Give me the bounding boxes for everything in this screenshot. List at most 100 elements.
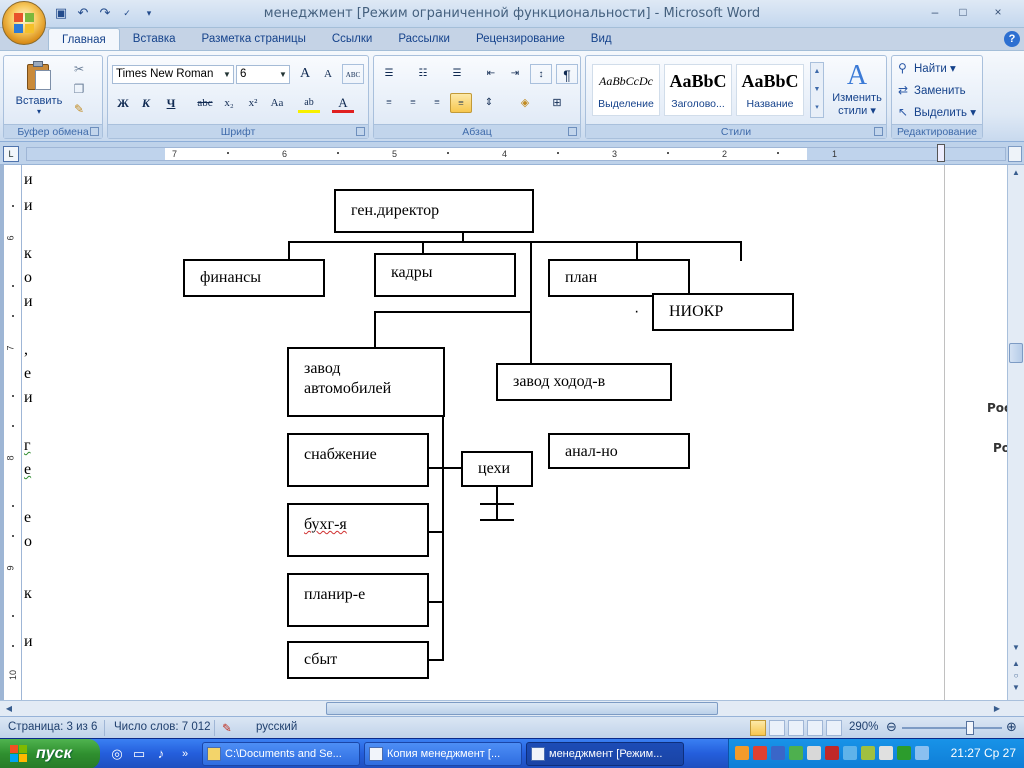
indent-marker-icon[interactable]	[937, 144, 945, 162]
document-page[interactable]: и и к о и , е и г е е о к и	[22, 165, 944, 700]
auto-plant-box[interactable]: завод автомобилей	[287, 347, 445, 417]
subscript-button[interactable]: x₂	[224, 97, 234, 109]
tray-app-icon[interactable]	[843, 746, 857, 760]
cut-icon[interactable]: ✂	[73, 62, 85, 76]
styles-scroll-icon[interactable]: ▲▼▾	[810, 62, 824, 118]
draft-view-button[interactable]	[826, 720, 842, 736]
taskbar-active-doc-window[interactable]: менеджмент [Режим...	[526, 742, 684, 766]
tray-app-icon[interactable]	[807, 746, 821, 760]
italic-button[interactable]: К	[141, 96, 151, 110]
print-layout-view-button[interactable]	[750, 720, 766, 736]
taskbar-copy-doc-window[interactable]: Копия менеджмент [...	[364, 742, 522, 766]
tray-app-icon[interactable]	[861, 746, 875, 760]
horizontal-ruler[interactable]: 7 6 5 4 3 2 1	[26, 144, 1006, 162]
spelling-icon[interactable]: ✓	[123, 8, 131, 18]
font-name-combo[interactable]: Times New Roman ▼	[112, 65, 234, 84]
align-left-icon[interactable]: ≡	[386, 97, 392, 108]
save-icon[interactable]: ▣	[54, 5, 68, 20]
justify-icon[interactable]: ≡	[450, 93, 472, 113]
select-button[interactable]: ↖Выделить ▾	[898, 102, 976, 122]
tab-review[interactable]: Рецензирование	[475, 33, 565, 45]
strikethrough-button[interactable]: abc	[197, 97, 213, 109]
tray-app-icon[interactable]	[789, 746, 803, 760]
change-styles-button[interactable]: A Изменить стили ▾	[826, 60, 888, 122]
zoom-in-icon[interactable]: ⊕	[1006, 719, 1017, 734]
hr-box[interactable]: кадры	[374, 253, 516, 297]
format-painter-icon[interactable]: ✎	[73, 102, 85, 116]
paragraph-launcher-icon[interactable]	[568, 127, 577, 136]
next-page-icon[interactable]: ▼	[1012, 683, 1020, 692]
change-case-button[interactable]: Aa	[270, 97, 284, 109]
tab-insert[interactable]: Вставка	[132, 33, 176, 45]
tab-view[interactable]: Вид	[590, 33, 612, 45]
find-button[interactable]: ⚲Найти ▾	[898, 58, 956, 78]
language-indicator[interactable]: русский	[256, 721, 298, 733]
restore-button[interactable]: □	[959, 5, 967, 19]
clear-format-button[interactable]: ABC	[342, 64, 364, 84]
plan-box[interactable]: план	[548, 259, 690, 297]
horizontal-scrollbar[interactable]: ◀ ▶	[0, 700, 1024, 716]
view-ruler-icon[interactable]	[1008, 146, 1022, 162]
horizontal-scroll-thumb[interactable]	[326, 702, 718, 715]
tab-mailings[interactable]: Рассылки	[398, 33, 450, 45]
tab-home[interactable]: Главная	[48, 28, 120, 50]
page-count[interactable]: Страница: 3 из 6	[8, 721, 98, 733]
grow-font-button[interactable]: A	[299, 66, 311, 81]
numbering-icon[interactable]: ☷	[418, 68, 428, 79]
bold-button[interactable]: Ж	[117, 96, 129, 110]
ceo-box[interactable]: ген.директор	[334, 189, 534, 233]
word-count[interactable]: Число слов: 7 012	[114, 721, 211, 733]
sales-box[interactable]: сбыт	[287, 641, 429, 679]
style-heading[interactable]: AaBbC Заголово...	[664, 64, 732, 116]
vertical-scroll-thumb[interactable]	[1009, 343, 1023, 363]
tray-app-icon[interactable]	[753, 746, 767, 760]
bullets-icon[interactable]: ☰	[384, 68, 394, 79]
highlight-button[interactable]: ab	[298, 93, 320, 113]
font-size-combo[interactable]: 6 ▼	[236, 65, 290, 84]
finance-box[interactable]: финансы	[183, 259, 325, 297]
quick-launch-more-icon[interactable]: »	[181, 748, 189, 760]
tray-app-icon[interactable]	[771, 746, 785, 760]
vertical-ruler[interactable]: 6 7 8 9 10	[4, 165, 22, 700]
planning-box[interactable]: планир-е	[287, 573, 429, 627]
underline-button[interactable]: Ч	[166, 96, 176, 110]
quick-launch-media-icon[interactable]: ♪	[157, 746, 165, 761]
paste-button[interactable]: Вставить ▾	[12, 60, 66, 122]
start-button[interactable]: пуск	[0, 739, 100, 768]
tab-references[interactable]: Ссылки	[331, 33, 373, 45]
tab-page-layout[interactable]: Разметка страницы	[201, 33, 306, 45]
copy-icon[interactable]: ❐	[73, 82, 85, 96]
show-marks-button[interactable]: ¶	[556, 64, 578, 84]
customize-icon[interactable]: ▾	[146, 8, 152, 18]
proofing-icon[interactable]: ✎	[222, 723, 232, 735]
sort-icon[interactable]: ↕	[530, 64, 552, 84]
close-button[interactable]: ×	[994, 5, 1002, 19]
analog-box[interactable]: анал-но	[548, 433, 690, 469]
zoom-level[interactable]: 290%	[849, 721, 879, 733]
font-launcher-icon[interactable]	[356, 127, 365, 136]
font-color-button[interactable]: A	[332, 93, 354, 113]
redo-icon[interactable]: ↷	[99, 5, 111, 20]
zoom-out-icon[interactable]: ⊖	[886, 719, 897, 734]
web-layout-button[interactable]	[788, 720, 804, 736]
multilevel-list-icon[interactable]: ☰	[452, 68, 462, 79]
minimize-button[interactable]: –	[931, 5, 939, 19]
scroll-up-icon[interactable]: ▲	[1012, 168, 1020, 177]
clipboard-launcher-icon[interactable]	[90, 127, 99, 136]
outline-view-button[interactable]	[807, 720, 823, 736]
zoom-slider-knob[interactable]	[966, 721, 974, 735]
tray-app-icon[interactable]	[735, 746, 749, 760]
quick-launch-desktop-icon[interactable]: ▭	[132, 746, 146, 761]
styles-launcher-icon[interactable]	[874, 127, 883, 136]
borders-icon[interactable]: ⊞	[552, 97, 562, 109]
tray-network-icon[interactable]	[897, 746, 911, 760]
quick-launch-ie-icon[interactable]: ◎	[111, 746, 123, 761]
scroll-down-icon[interactable]: ▼	[1012, 643, 1020, 652]
scroll-left-icon[interactable]: ◀	[5, 704, 13, 713]
browse-object-icon[interactable]: ○	[1013, 671, 1019, 680]
vertical-scrollbar[interactable]: ▲ ▼ ▲ ○ ▼	[1007, 165, 1024, 700]
scroll-right-icon[interactable]: ▶	[993, 704, 1001, 713]
full-screen-reading-button[interactable]	[769, 720, 785, 736]
supply-box[interactable]: снабжение	[287, 433, 429, 487]
help-icon[interactable]: ?	[1004, 31, 1020, 47]
